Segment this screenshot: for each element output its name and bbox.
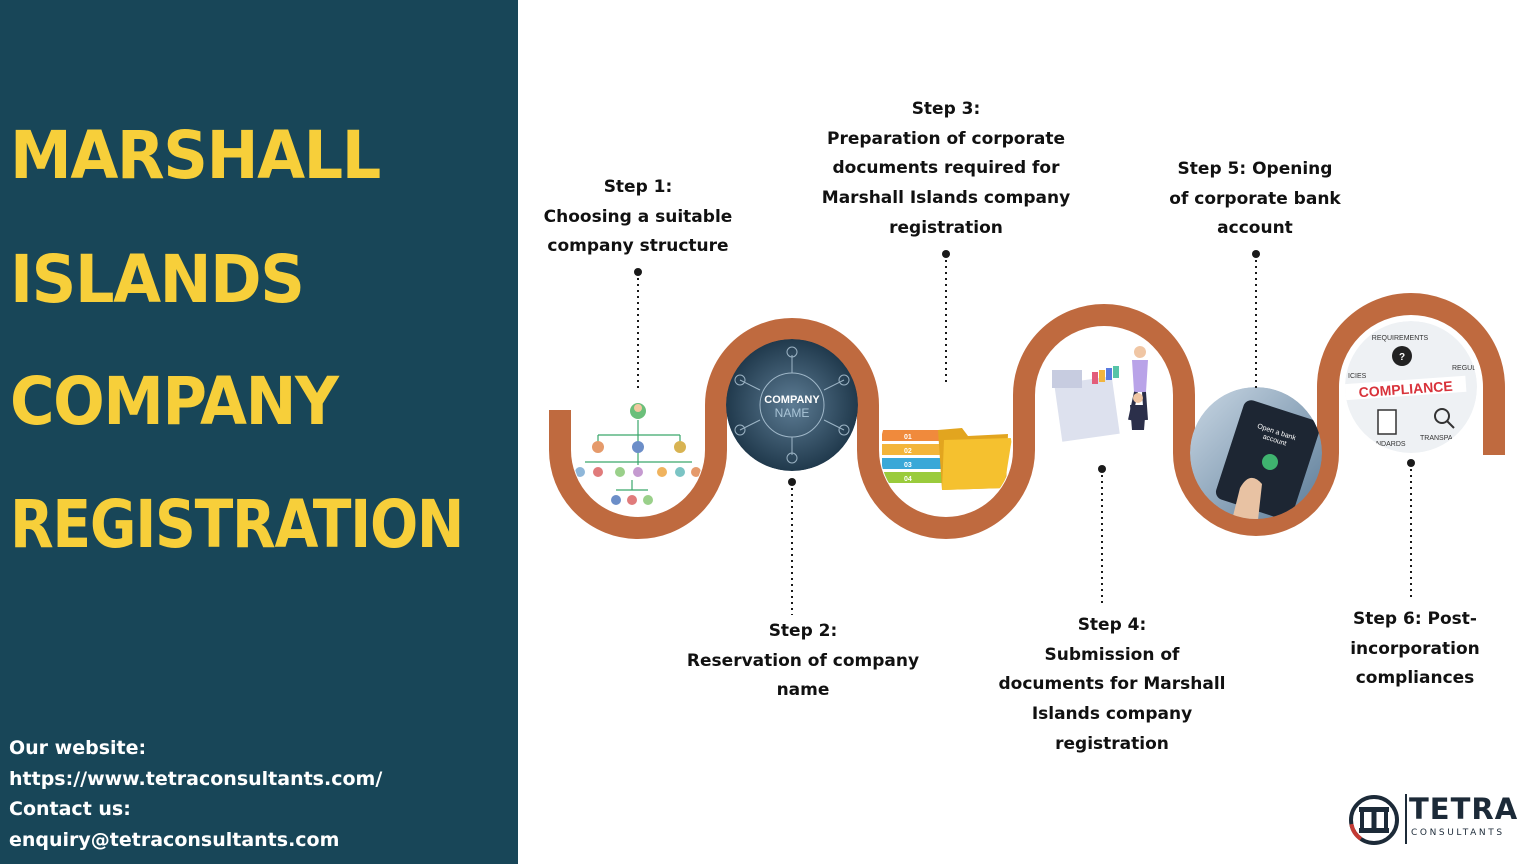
- connector-dot-3: [942, 250, 950, 258]
- step-2-label: Step 2: Reservation of company name: [668, 617, 938, 706]
- step-4-label: Step 4: Submission of documents for Mars…: [977, 611, 1247, 760]
- step-2-line-2: Reservation of company: [686, 650, 920, 671]
- logo-sub: CONSULTANTS: [1411, 828, 1505, 838]
- step-3-line-4: Marshall Islands company: [821, 188, 1071, 209]
- compliance-word-3: ICIES: [1348, 373, 1367, 380]
- step-4-line-3: documents for Marshall: [998, 674, 1226, 695]
- connectors: [637, 254, 1412, 615]
- step-6-line-2: incorporation: [1350, 638, 1480, 659]
- logo-divider: [1405, 794, 1407, 844]
- step-1-label: Step 1: Choosing a suitable company stru…: [528, 173, 748, 262]
- title-line-3: COMPANY: [10, 363, 339, 440]
- folder-tab-1: 01: [904, 434, 912, 441]
- tetra-logo: TETRA CONSULTANTS: [1347, 790, 1527, 850]
- step-2-line-1: Step 2:: [768, 621, 838, 641]
- step-3-line-1: Step 3:: [911, 99, 981, 119]
- step-4-line-5: registration: [1055, 733, 1169, 754]
- step-1-line-2: Choosing a suitable: [543, 206, 733, 227]
- title-line-2: ISLANDS: [10, 241, 305, 318]
- step-6-line-1: Step 6: Post-: [1353, 609, 1477, 629]
- company-name-image: COMPANY NAME: [726, 339, 858, 471]
- compliance-image: REQUIREMENTS REGULATI ICIES NDARDS TRANS…: [1345, 321, 1487, 453]
- company-name-text-1: COMPANY: [764, 394, 820, 406]
- step-5-line-2: of corporate bank: [1169, 188, 1341, 209]
- connector-dot-2: [788, 478, 796, 486]
- serpentine-path: [549, 293, 1505, 539]
- compliance-word-5: TRANSPA: [1420, 435, 1453, 442]
- compliance-word-4: NDARDS: [1376, 441, 1406, 448]
- svg-text:?: ?: [1399, 352, 1405, 363]
- compliance-word-1: REQUIREMENTS: [1372, 335, 1429, 342]
- step-1-line-1: Step 1:: [603, 177, 673, 197]
- step-5-line-3: account: [1217, 218, 1293, 239]
- folder-tabs-image: 01 02 03 04: [880, 384, 1012, 516]
- step-6-label: Step 6: Post- incorporation compliances: [1326, 605, 1504, 694]
- connector-dot-4: [1098, 465, 1106, 473]
- step-4-line-1: Step 4:: [1077, 615, 1147, 635]
- website-label: Our website:: [9, 737, 147, 759]
- connector-dot-1: [634, 268, 642, 276]
- title-panel: MARSHALL ISLANDS COMPANY REGISTRATION Ou…: [0, 0, 518, 864]
- folder-tab-2: 02: [904, 448, 912, 455]
- website-link[interactable]: https://www.tetraconsultants.com/: [9, 767, 383, 790]
- connector-dot-6: [1407, 459, 1415, 467]
- step-3-line-3: documents required for: [832, 158, 1060, 179]
- documents-people-image: [1038, 329, 1170, 461]
- compliance-banner: COMPLIANCE: [1358, 378, 1453, 401]
- logo-word: TETRA: [1409, 792, 1519, 826]
- contact-label: Contact us:: [9, 798, 131, 820]
- step-6-line-3: compliances: [1355, 668, 1475, 689]
- title-line-1: MARSHALL: [10, 117, 381, 194]
- step-3-label: Step 3: Preparation of corporate documen…: [804, 95, 1088, 244]
- folder-tab-3: 03: [904, 462, 912, 469]
- compliance-word-2: REGULATI: [1452, 365, 1487, 372]
- step-2-line-3: name: [776, 680, 830, 701]
- email-link[interactable]: enquiry@tetraconsultants.com: [9, 828, 340, 851]
- step-4-line-4: Islands company: [1031, 704, 1193, 725]
- folder-tab-4: 04: [904, 476, 912, 483]
- bank-account-image: Open a bank account: [1190, 387, 1322, 519]
- tetra-logo-icon: [1349, 795, 1399, 845]
- step-4-line-2: Submission of: [1044, 644, 1180, 665]
- step-3-line-5: registration: [889, 217, 1003, 238]
- step-5-line-1: Step 5: Opening: [1177, 159, 1333, 179]
- company-name-text-2: NAME: [775, 406, 810, 420]
- title-line-4: REGISTRATION: [10, 486, 464, 563]
- step-1-line-3: company structure: [547, 236, 729, 257]
- step-3-line-2: Preparation of corporate: [826, 128, 1066, 149]
- connector-dot-5: [1252, 250, 1260, 258]
- org-chart-image: [572, 384, 704, 516]
- step-5-label: Step 5: Opening of corporate bank accoun…: [1148, 155, 1362, 244]
- contact-block: Our website: https://www.tetraconsultant…: [9, 733, 382, 855]
